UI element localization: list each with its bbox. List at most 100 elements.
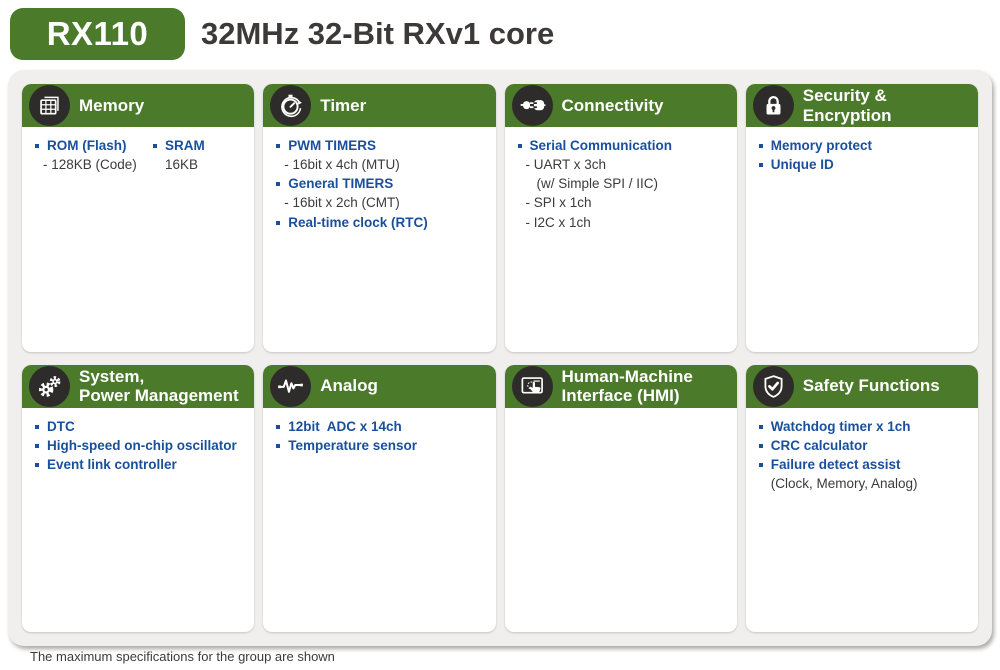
card-safety-header: Safety Functions: [745, 364, 978, 408]
feature-label: DTC: [47, 418, 75, 434]
feature-item: General TIMERS: [275, 174, 487, 193]
bullet-square: [758, 424, 763, 429]
bullet-square: [276, 443, 281, 448]
bullet-square: [35, 424, 39, 429]
waveform-icon: [270, 365, 312, 407]
feature-label: Event link controller: [47, 456, 177, 472]
feature-item: 12bit ADC x 14ch: [275, 417, 487, 436]
card-memory: Memory ROM (Flash) - 128KB (Code) SRAM 1…: [22, 84, 255, 352]
memory-grid-icon: [29, 85, 70, 126]
feature-item: CRC calculator: [758, 436, 970, 455]
card-security-header: Security & Encryption: [745, 84, 978, 127]
bullet-square: [758, 443, 763, 448]
card-security-body: Memory protect Unique ID: [746, 127, 978, 174]
card-system-power: System, Power Management DTC High-speed …: [22, 364, 255, 632]
feature-label: 12bit ADC x 14ch: [288, 418, 402, 434]
feature-label: Watchdog timer x 1ch: [770, 418, 911, 434]
card-connectivity-header: Connectivity: [504, 84, 737, 127]
feature-label: ROM (Flash): [47, 138, 127, 153]
feature-subitem: (w/ Simple SPI / IIC): [536, 176, 659, 192]
card-timer-header: Timer: [263, 84, 496, 127]
touchscreen-icon: [511, 365, 553, 407]
feature-label: Temperature sensor: [288, 437, 418, 453]
bullet-square: [276, 144, 281, 148]
feature-subitem: - I2C x 1ch: [525, 214, 591, 230]
card-analog-header: Analog: [263, 364, 496, 408]
feature-item: SRAM: [152, 136, 246, 155]
feature-item: Event link controller: [34, 455, 246, 474]
card-title: Connectivity: [561, 95, 664, 115]
feature-label: Memory protect: [770, 138, 873, 153]
feature-subitem: - 16bit x 2ch (CMT): [284, 195, 400, 211]
card-analog: Analog 12bit ADC x 14ch Temperature sens…: [263, 364, 496, 632]
feature-item: Temperature sensor: [275, 436, 487, 455]
card-hmi: Human-Machine Interface (HMI): [504, 364, 737, 632]
card-title: Security & Encryption: [802, 86, 892, 125]
card-title: Safety Functions: [802, 376, 940, 396]
card-safety-body: Watchdog timer x 1ch CRC calculator Fail…: [746, 408, 978, 494]
card-hmi-body: [505, 408, 737, 417]
bullet-square: [758, 163, 763, 168]
feature-subitem: - UART x 3ch: [525, 157, 607, 173]
feature-subitem: - SPI x 1ch: [525, 195, 592, 211]
bullet-square: [35, 443, 39, 448]
lock-icon: [752, 85, 794, 126]
card-memory-header: Memory: [22, 84, 255, 127]
card-timer: Timer PWM TIMERS - 16bit x 4ch (MTU) Gen…: [263, 84, 496, 352]
feature-grid: Memory ROM (Flash) - 128KB (Code) SRAM 1…: [22, 84, 978, 632]
card-hmi-header: Human-Machine Interface (HMI): [504, 364, 737, 408]
bullet-square: [758, 462, 763, 467]
bullet-square: [35, 462, 39, 467]
card-title: Timer: [320, 95, 367, 115]
feature-label: Serial Communication: [529, 138, 673, 153]
feature-label: Unique ID: [770, 157, 834, 173]
footer-note: The maximum specifications for the group…: [30, 649, 335, 664]
card-connectivity: Connectivity Serial Communication - UART…: [504, 84, 737, 352]
card-title: Analog: [320, 376, 378, 396]
shield-check-icon: [752, 365, 794, 407]
feature-item: Unique ID: [758, 155, 970, 174]
bullet-square: [276, 424, 281, 429]
feature-panel: Memory ROM (Flash) - 128KB (Code) SRAM 1…: [8, 70, 992, 646]
feature-subitem: (Clock, Memory, Analog): [770, 475, 918, 491]
feature-label: General TIMERS: [288, 176, 394, 192]
card-timer-body: PWM TIMERS - 16bit x 4ch (MTU) General T…: [263, 127, 495, 232]
card-connectivity-body: Serial Communication - UART x 3ch (w/ Si…: [505, 127, 737, 232]
card-analog-body: 12bit ADC x 14ch Temperature sensor: [263, 408, 495, 455]
card-security-encryption: Security & Encryption Memory protect Uni…: [745, 84, 978, 352]
feature-item: Failure detect assist: [758, 455, 970, 474]
feature-item: High-speed on-chip oscillator: [34, 436, 246, 455]
stopwatch-icon: [270, 85, 312, 126]
product-badge: RX110: [10, 8, 185, 60]
page-title: 32MHz 32-Bit RXv1 core: [201, 16, 555, 51]
plug-icon: [511, 85, 553, 126]
bullet-square: [758, 144, 763, 148]
gears-icon: [29, 365, 70, 407]
feature-item: ROM (Flash): [34, 136, 152, 155]
card-title: Human-Machine Interface (HMI): [561, 366, 693, 405]
bullet-square: [517, 144, 522, 148]
feature-item: Serial Communication: [517, 136, 729, 155]
feature-label: Failure detect assist: [770, 456, 901, 472]
feature-item: Real-time clock (RTC): [275, 213, 487, 232]
bullet-square: [276, 220, 281, 225]
feature-item: DTC: [34, 417, 246, 436]
feature-label: PWM TIMERS: [288, 138, 376, 153]
feature-subitem: - 16bit x 4ch (MTU): [284, 157, 400, 173]
feature-subitem: - 128KB (Code): [43, 157, 137, 173]
feature-item: Watchdog timer x 1ch: [758, 417, 970, 436]
bullet-square: [153, 144, 157, 148]
bullet-square: [35, 144, 39, 148]
feature-item: Memory protect: [758, 136, 970, 155]
bullet-square: [276, 182, 281, 187]
card-system-header: System, Power Management: [22, 364, 255, 408]
card-system-body: DTC High-speed on-chip oscillator Event …: [22, 408, 254, 474]
feature-item: PWM TIMERS: [275, 136, 487, 155]
card-memory-body: ROM (Flash) - 128KB (Code) SRAM 16KB: [22, 127, 254, 174]
card-safety-functions: Safety Functions Watchdog timer x 1ch CR…: [745, 364, 978, 632]
feature-label: High-speed on-chip oscillator: [47, 437, 237, 453]
page-header: RX110 32MHz 32-Bit RXv1 core: [0, 0, 1000, 60]
feature-label: Real-time clock (RTC): [288, 214, 428, 230]
feature-label: SRAM: [165, 138, 205, 153]
feature-subitem: 16KB: [165, 157, 199, 173]
